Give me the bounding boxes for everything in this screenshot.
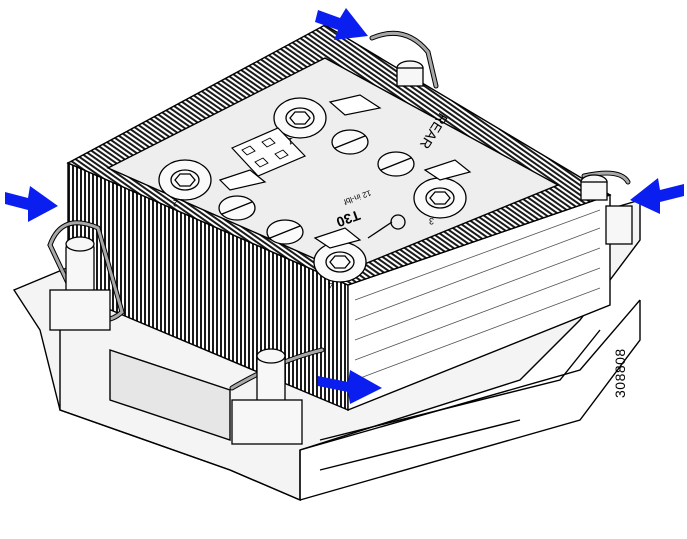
arrows <box>5 8 684 404</box>
sequence-number-2: 2 <box>173 198 178 208</box>
heatsink-label-torque: T30 <box>334 207 362 230</box>
instruction-box <box>230 127 307 177</box>
screw-icon <box>231 348 303 445</box>
screw-icon <box>377 151 415 177</box>
right-arrow-icon <box>5 186 58 222</box>
sequence-number-3: 3 <box>429 216 434 226</box>
screw-icon <box>413 177 467 219</box>
screw-icon <box>158 159 212 201</box>
heatsink-top-plate <box>106 57 560 273</box>
screw-icon <box>331 129 369 155</box>
figure-number: 308808 <box>612 348 628 398</box>
screw-icon <box>273 97 327 139</box>
left-arrow-icon <box>630 178 684 214</box>
torque-wrench-icon <box>367 214 406 239</box>
screw-icon <box>218 195 256 221</box>
screw-icon <box>313 241 367 283</box>
direction-marks <box>218 94 472 249</box>
sequence-number-4: 4 <box>328 280 333 290</box>
screw-icon <box>396 60 424 87</box>
screw-icon <box>266 219 304 245</box>
screw-icon <box>580 174 633 245</box>
screw-icon <box>49 236 111 331</box>
captive-screws <box>49 60 633 445</box>
sequence-number-1: 1 <box>288 136 293 146</box>
screw-sequence-numbers: 1 2 3 4 <box>173 136 434 290</box>
right-arrow-icon <box>318 370 382 404</box>
right-arrow-icon <box>315 8 368 40</box>
